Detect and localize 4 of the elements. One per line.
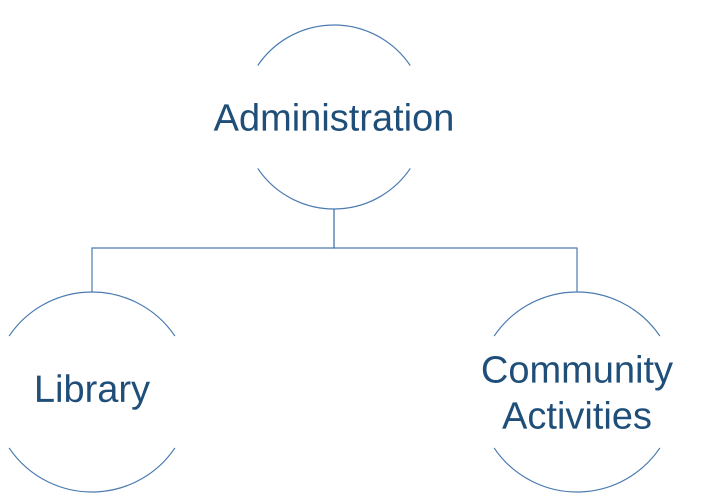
connector [333, 209, 578, 292]
circle-node: Administration [214, 24, 452, 210]
circle-node: Community Activities [482, 291, 673, 493]
circle-node: Library [8, 291, 176, 493]
